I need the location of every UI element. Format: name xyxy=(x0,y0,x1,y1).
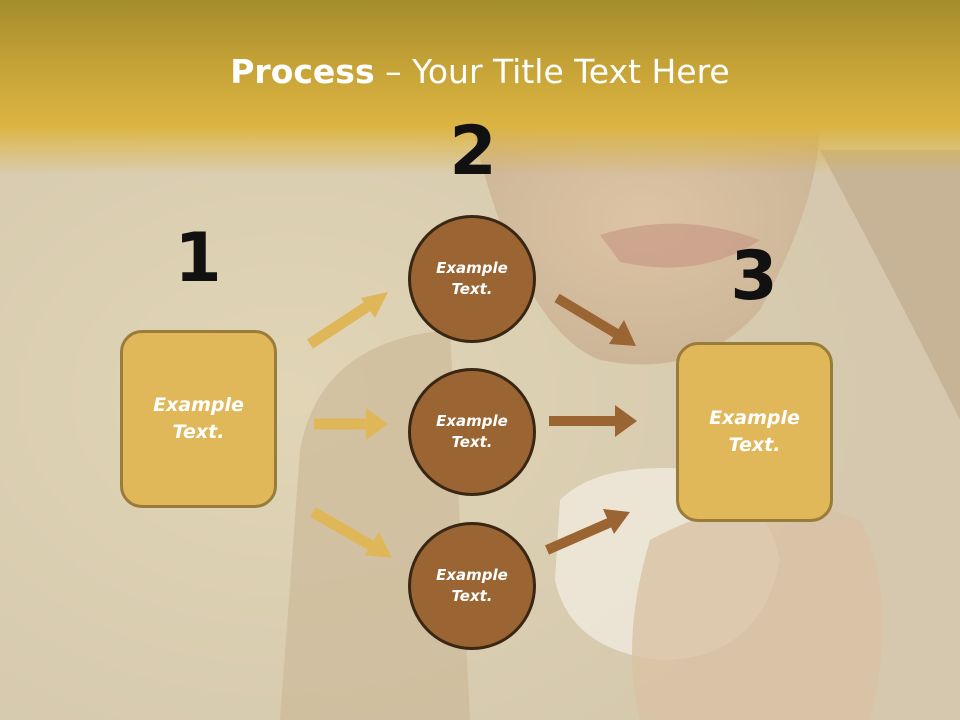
title-separator: – xyxy=(385,52,402,91)
step1-label-line1: Example xyxy=(153,394,244,417)
step2-circle-2[interactable]: Example Text. xyxy=(408,368,536,496)
step3-box[interactable]: Example Text. xyxy=(676,342,833,522)
step2-circle-1[interactable]: Example Text. xyxy=(408,215,536,343)
step3-label-line1: Example xyxy=(709,407,800,430)
arrow-right-icon xyxy=(544,509,630,555)
step2-circle-1-line2: Text. xyxy=(451,280,493,298)
step-number-1: 1 xyxy=(174,219,222,298)
arrow-right-icon xyxy=(314,408,388,440)
arrow-right-icon xyxy=(549,405,637,437)
title-band xyxy=(0,0,960,175)
step1-label-line2: Text. xyxy=(172,421,225,443)
step2-circle-1-label: Example Text. xyxy=(436,258,508,300)
step1-label: Example Text. xyxy=(153,392,244,445)
slide-title: Process – Your Title Text Here xyxy=(0,52,960,91)
step2-circle-1-line1: Example xyxy=(436,259,508,277)
step2-circle-2-line2: Text. xyxy=(451,433,493,451)
step3-label: Example Text. xyxy=(709,405,800,458)
arrow-right-icon xyxy=(554,293,636,346)
step1-box[interactable]: Example Text. xyxy=(120,330,277,508)
step3-label-line2: Text. xyxy=(728,434,781,456)
step-number-2: 2 xyxy=(449,112,497,191)
arrow-right-icon xyxy=(306,292,388,349)
arrow-right-icon xyxy=(310,507,392,558)
step-number-3: 3 xyxy=(730,237,778,316)
title-rest: Your Title Text Here xyxy=(412,52,730,91)
step2-circle-3[interactable]: Example Text. xyxy=(408,522,536,650)
step2-circle-2-label: Example Text. xyxy=(436,411,508,453)
title-bold: Process xyxy=(230,52,375,91)
step2-circle-3-line2: Text. xyxy=(451,587,493,605)
step2-circle-3-label: Example Text. xyxy=(436,565,508,607)
step2-circle-2-line1: Example xyxy=(436,412,508,430)
step2-circle-3-line1: Example xyxy=(436,566,508,584)
